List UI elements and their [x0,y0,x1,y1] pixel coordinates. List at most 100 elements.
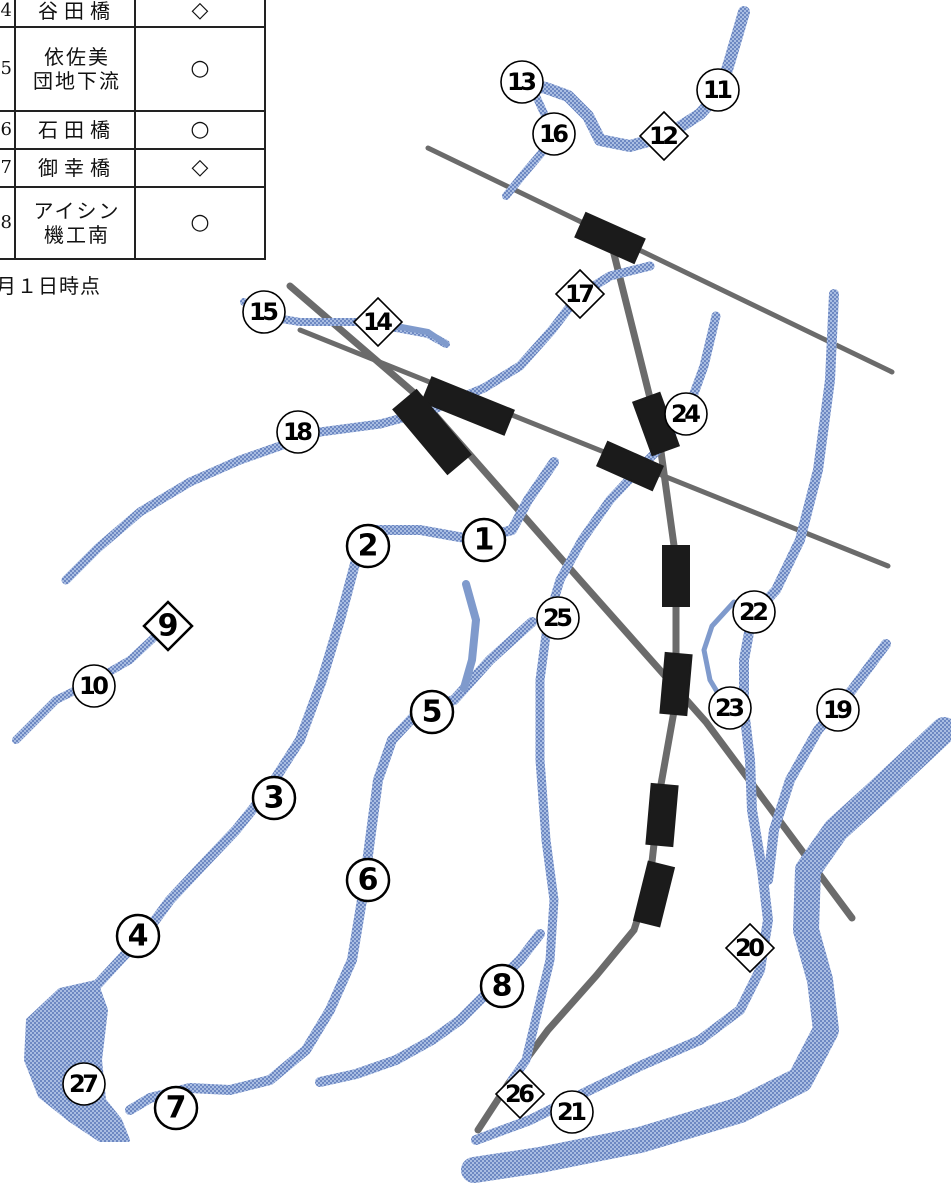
marker-label: 15 [249,298,279,326]
marker-12: 12 [638,110,690,162]
legend-row-name: 御幸橋 [14,148,136,188]
circle-marker-shape [251,775,297,821]
circle-marker-shape [242,290,286,334]
marker-5: 5 [409,689,455,735]
station-block [595,440,665,492]
station-structures [392,211,693,928]
marker-label: 21 [557,1098,587,1126]
legend-row-symbol: ○ [134,110,266,150]
marker-label: 16 [539,120,569,148]
marker-label: 12 [649,122,679,150]
river [315,929,545,1087]
diamond-marker-shape [554,268,606,320]
diamond-marker-shape [142,600,194,652]
circle-marker-shape [276,410,320,454]
marker-label: 11 [703,76,733,104]
marker-label: 2 [358,529,379,564]
legend-row-number: 5 [0,26,16,112]
circle-marker-shape [72,664,116,708]
marker-22: 22 [732,590,776,634]
river [471,289,839,1145]
legend-row-name-line: 谷田橋 [38,0,116,23]
station-block [645,782,679,848]
circle-marker-shape [461,517,507,563]
marker-label: 9 [158,609,179,644]
marker-label: 3 [264,781,285,816]
marker-13: 13 [500,60,544,104]
legend-row-number: 8 [0,186,16,260]
marker-27: 27 [62,1062,106,1106]
monitoring-markers: 1234567891011121314151617181920212223242… [62,60,860,1134]
marker-19: 19 [816,688,860,732]
marker-15: 15 [242,290,286,334]
legend-row-number: 7 [0,148,16,188]
marker-label: 10 [79,672,109,700]
legend-row-name-line: 御幸橋 [38,155,116,180]
pond-area [24,980,130,1142]
station-block [574,211,646,265]
station-block [659,651,693,717]
marker-7: 7 [153,1085,199,1131]
legend-row-name-line: 依佐美 [44,45,110,69]
river-light [460,580,481,692]
station-block [421,376,515,436]
legend-table: 4 谷田橋 ◇ 5 依佐美団地下流 ○ 6 石田橋 ○ 7 御幸橋 ◇ 8 アイ… [0,0,266,260]
circle-marker-shape [708,686,752,730]
legend-row: 8 アイシン機工南 ○ [0,186,266,260]
marker-label: 8 [492,969,513,1004]
marker-label: 1 [474,523,495,558]
marker-24: 24 [664,392,708,436]
legend-row-name: アイシン機工南 [14,186,136,260]
marker-26: 26 [494,1068,546,1120]
river [763,639,891,885]
marker-label: 25 [543,604,573,632]
marker-label: 27 [69,1070,99,1098]
marker-3: 3 [251,775,297,821]
marker-label: 22 [739,598,769,626]
legend-row-name: 石田橋 [14,110,136,150]
legend-row-symbol: ◇ [134,0,266,28]
legend-row-name: 谷田橋 [14,0,136,28]
legend-row: 5 依佐美団地下流 ○ [0,26,266,112]
circle-marker-shape [664,392,708,436]
circle-marker-shape [479,963,525,1009]
marker-label: 18 [283,418,313,446]
legend-row-number: 4 [0,0,16,28]
marker-18: 18 [276,410,320,454]
legend-row-symbol: ○ [134,26,266,112]
marker-10: 10 [72,664,116,708]
circle-marker-shape [345,857,391,903]
legend-row: 4 谷田橋 ◇ [0,0,266,28]
boundary-line [468,1040,480,1150]
circle-marker-shape [62,1062,106,1106]
river-light [701,599,737,703]
circle-marker-shape [550,1090,594,1134]
marker-23: 23 [708,686,752,730]
legend-row-symbol: ◇ [134,148,266,188]
circle-marker-shape [345,523,391,569]
diamond-marker-shape [638,110,690,162]
marker-9: 9 [142,600,194,652]
diamond-marker-shape [352,296,404,348]
legend-row-name: 依佐美団地下流 [14,26,136,112]
station-block [392,388,472,476]
circle-marker-shape [153,1085,199,1131]
marker-label: 23 [715,694,745,722]
legend-row: 6 石田橋 ○ [0,110,266,150]
marker-1: 1 [461,517,507,563]
circle-marker-shape [536,596,580,640]
marker-4: 4 [115,913,161,959]
marker-label: 24 [671,400,701,428]
circle-marker-shape [409,689,455,735]
circle-marker-shape [115,913,161,959]
marker-16: 16 [532,112,576,156]
river-light-segments [393,323,737,703]
legend-row-name-line: アイシン [33,199,121,223]
marker-14: 14 [352,296,404,348]
marker-11: 11 [696,68,740,112]
marker-label: 13 [507,68,537,96]
legend-row-name-line: 機工南 [44,223,110,247]
marker-label: 17 [565,280,595,308]
